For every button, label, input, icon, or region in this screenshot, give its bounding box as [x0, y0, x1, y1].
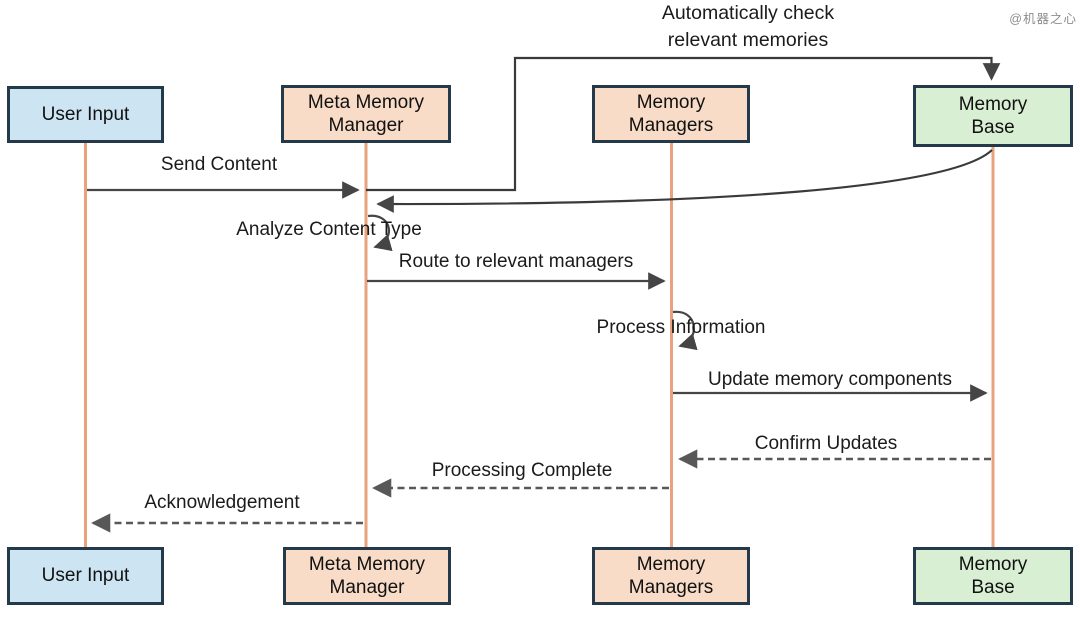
- actor-label: Meta Memory Manager: [307, 91, 425, 136]
- actor-memory-managers-top: Memory Managers: [592, 85, 750, 143]
- path-memory-base-response: [376, 149, 993, 213]
- actor-label: Memory Managers: [628, 553, 714, 598]
- actor-memory-base-bottom: Memory Base: [913, 547, 1073, 605]
- actor-label: Memory Base: [958, 93, 1028, 138]
- label-confirm-updates: Confirm Updates: [754, 433, 898, 454]
- label-process-information: Process Information: [596, 317, 766, 338]
- loop-process-information: [672, 310, 698, 351]
- actor-user-input-top: User Input: [7, 86, 164, 143]
- actor-label: Memory Base: [958, 553, 1028, 598]
- actor-memory-base-top: Memory Base: [913, 85, 1073, 147]
- actor-meta-memory-manager-top: Meta Memory Manager: [281, 85, 451, 143]
- actor-meta-memory-manager-bottom: Meta Memory Manager: [283, 547, 451, 605]
- annotation-automatically-check: Automatically check relevant memories: [661, 2, 835, 51]
- watermark: @机器之心: [1009, 12, 1077, 26]
- label-analyze-content-type: Analyze Content Type: [236, 219, 422, 240]
- actor-memory-managers-bottom: Memory Managers: [592, 547, 750, 605]
- path-automatically-check: [366, 56, 1001, 192]
- actor-label: Memory Managers: [628, 91, 714, 136]
- label-acknowledgement: Acknowledgement: [144, 492, 300, 513]
- actor-label: User Input: [41, 103, 130, 125]
- label-send-content: Send Content: [160, 154, 278, 175]
- label-route-to-managers: Route to relevant managers: [398, 251, 634, 272]
- actor-user-input-bottom: User Input: [7, 547, 164, 605]
- actor-label: User Input: [41, 565, 130, 587]
- label-processing-complete: Processing Complete: [431, 460, 613, 481]
- loop-analyze-content-type: [367, 214, 393, 252]
- label-update-memory-components: Update memory components: [708, 369, 952, 390]
- actor-label: Meta Memory Manager: [308, 553, 426, 598]
